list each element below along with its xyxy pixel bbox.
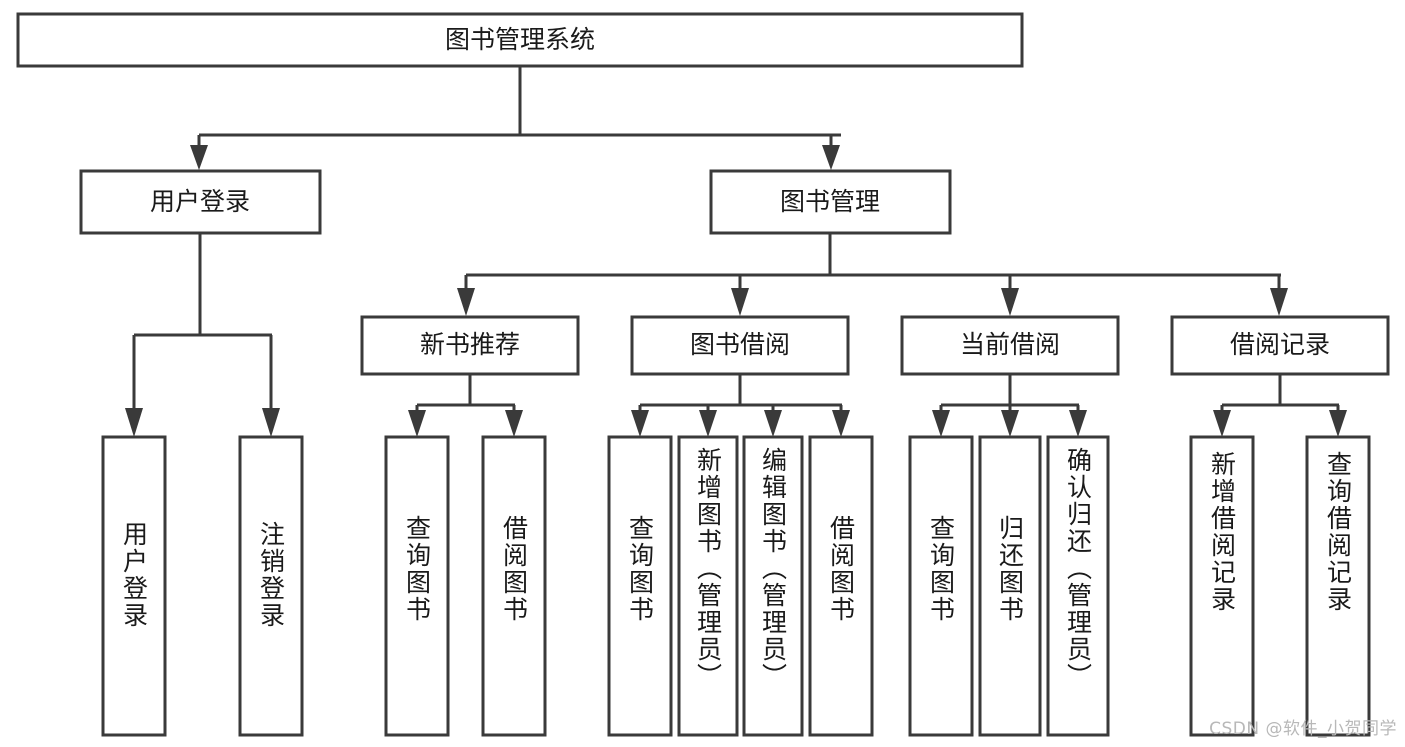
book-borrow-label: 图书借阅 [690,330,790,359]
arrowhead-leaf-borrow-book-1 [505,410,523,437]
borrow-record-box[interactable] [1170,315,1390,376]
csdn-watermark: CSDN @软件_小贺同学 [1209,719,1397,739]
arrowhead-borrow-record [1270,288,1288,316]
leaf-add-record-box[interactable] [1189,435,1255,737]
node-current-borrow[interactable]: 当前借阅 [900,315,1120,376]
arrowhead-leaf-query-book-3 [932,410,950,437]
leaf-query-book-1-box[interactable] [384,435,450,737]
borrow-record-label: 借阅记录 [1230,330,1330,359]
arrowhead-current-borrow [1001,288,1019,316]
new-book-rec-box[interactable] [360,315,580,376]
arrowhead-leaf-borrow-book-2 [832,410,850,437]
connector-new-book-rec-to-leaves [408,374,523,437]
node-book-manage[interactable]: 图书管理 [709,169,952,235]
new-book-rec-label: 新书推荐 [420,330,520,359]
connector-borrow-record-to-leaves [1213,374,1347,437]
arrowhead-user-login [190,145,208,170]
leaf-query-book-2-box[interactable] [607,435,673,737]
arrowhead-leaf-query-book-2 [631,410,649,437]
root-box[interactable] [16,12,1024,68]
book-borrow-box[interactable] [630,315,850,376]
book-manage-box[interactable] [709,169,952,235]
leaf-user-login-box[interactable] [101,435,167,737]
leaf-query-record-box[interactable] [1305,435,1371,737]
connector-book-borrow-to-leaves [631,374,850,437]
book-manage-label: 图书管理 [780,187,880,216]
arrowhead-leaf-user-logout [262,408,280,437]
arrowhead-book-manage [822,145,840,170]
arrowhead-leaf-add-book [699,410,717,437]
node-borrow-record[interactable]: 借阅记录 [1170,315,1390,376]
arrowhead-leaf-user-login [125,408,143,437]
root-label: 图书管理系统 [445,25,595,54]
connector-root-to-level1 [190,66,841,170]
node-root[interactable]: 图书管理系统 [16,12,1024,68]
current-borrow-box[interactable] [900,315,1120,376]
connector-book-manage-to-level2 [457,233,1288,316]
leaf-query-book-3-box[interactable] [908,435,974,737]
leaf-confirm-return-box[interactable] [1046,435,1110,737]
arrowhead-leaf-query-record [1329,410,1347,437]
arrowhead-leaf-confirm-return [1069,410,1087,437]
leaf-return-book-box[interactable] [978,435,1042,737]
leaf-edit-book-box[interactable] [742,435,804,737]
node-user-login[interactable]: 用户登录 [79,169,322,235]
leaf-add-book-box[interactable] [677,435,739,737]
leaf-borrow-book-2-box[interactable] [808,435,874,737]
connector-user-login-to-leaves [125,233,280,437]
arrowhead-leaf-add-record [1213,410,1231,437]
node-new-book-rec[interactable]: 新书推荐 [360,315,580,376]
arrowhead-leaf-edit-book [764,410,782,437]
arrowhead-book-borrow [731,288,749,316]
arrowhead-leaf-query-book-1 [408,410,426,437]
user-login-label: 用户登录 [150,187,250,216]
current-borrow-label: 当前借阅 [960,330,1060,359]
arrowhead-new-book-rec [457,288,475,316]
connector-current-borrow-to-leaves [932,374,1087,437]
arrowhead-leaf-return-book [1001,410,1019,437]
node-book-borrow[interactable]: 图书借阅 [630,315,850,376]
leaf-borrow-book-1-box[interactable] [481,435,547,737]
leaf-user-logout-box[interactable] [238,435,304,737]
